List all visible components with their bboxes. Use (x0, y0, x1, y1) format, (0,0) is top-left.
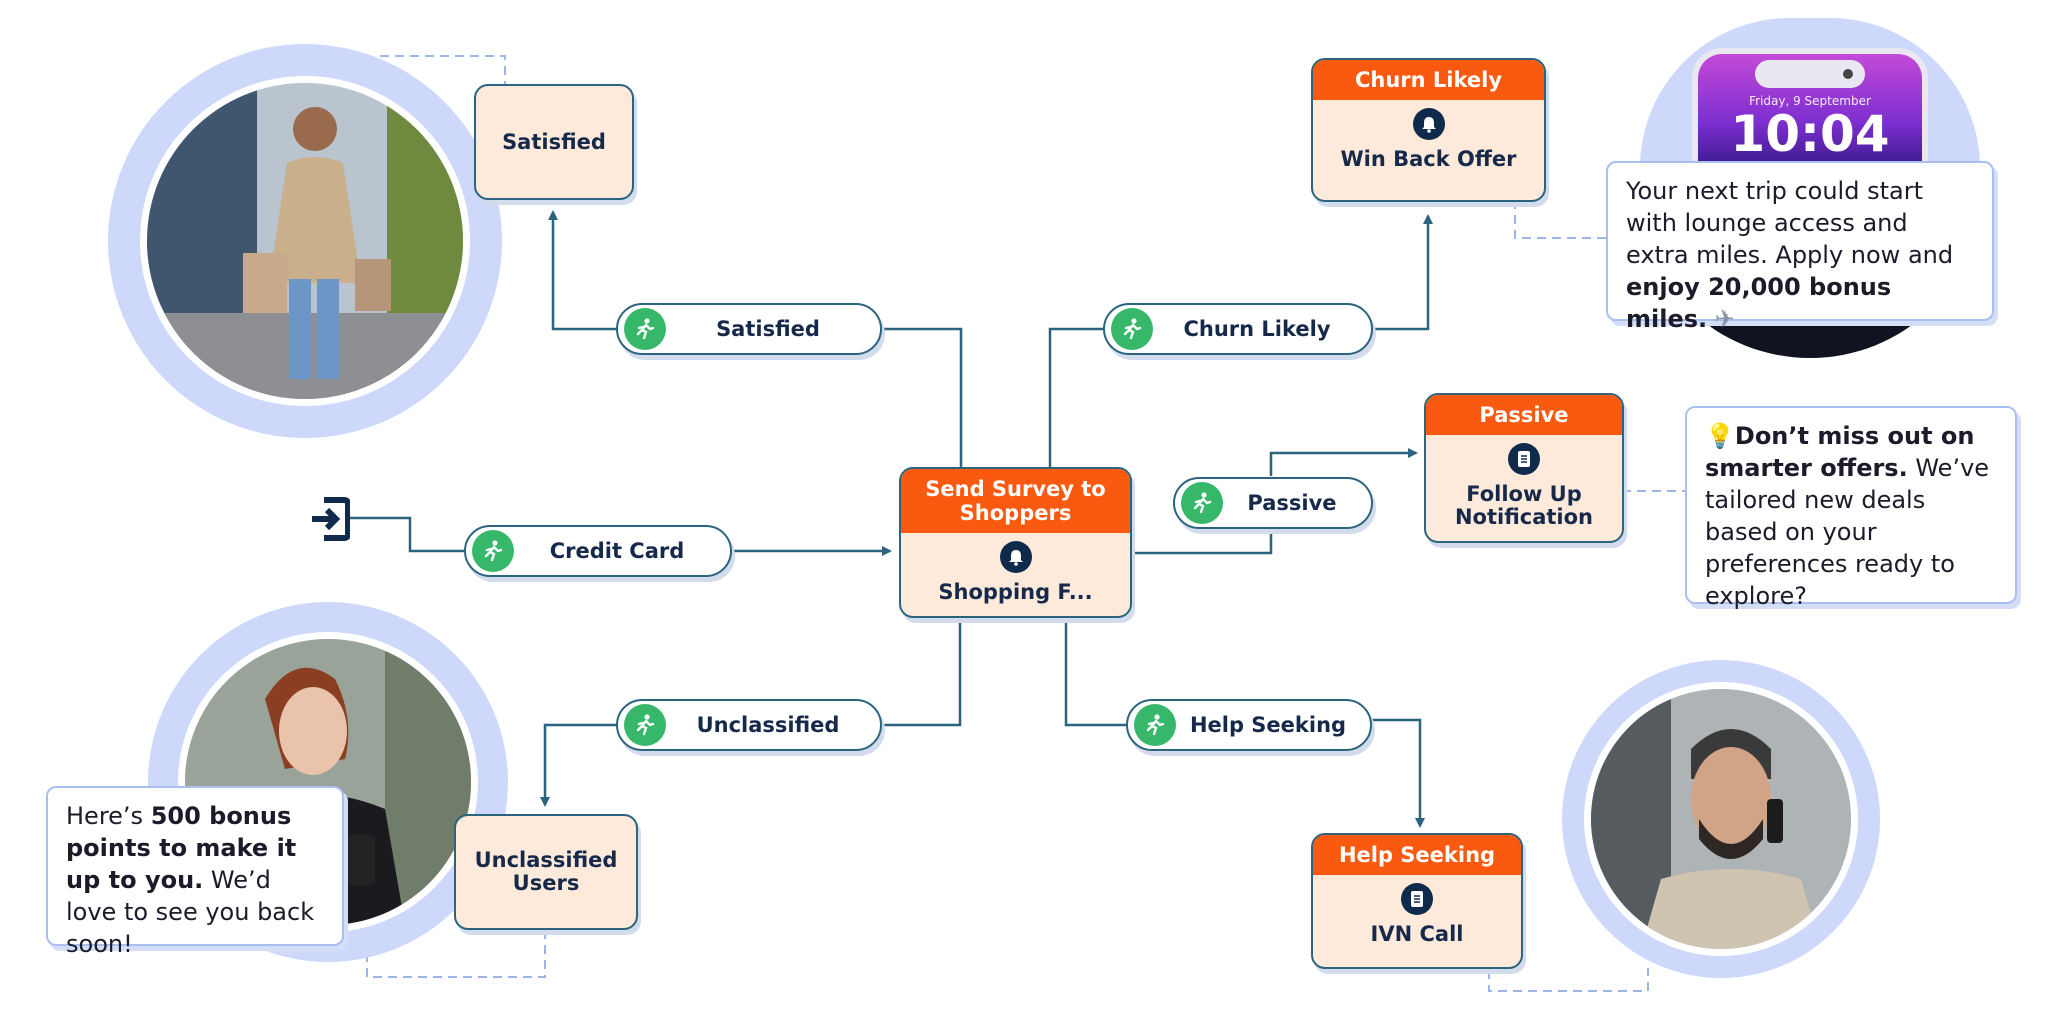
running-person-icon (1111, 308, 1153, 350)
bell-icon (1412, 108, 1445, 140)
outcome-card-label: Follow Up Notification (1454, 482, 1594, 529)
branch-pill-unclassified[interactable]: Unclassified (616, 699, 882, 751)
document-icon (1508, 443, 1540, 475)
branch-pill-help-seeking[interactable]: Help Seeking (1126, 699, 1372, 751)
connector-entry (350, 516, 466, 553)
dashed-link-churn (1514, 200, 1607, 239)
outcome-card-label: Win Back Offer (1340, 147, 1517, 171)
center-card[interactable]: Send Survey to Shoppers Shopping F... (899, 467, 1132, 618)
center-card-title: Send Survey to Shoppers (901, 469, 1130, 533)
message-bold: enjoy 20,000 bonus miles. (1626, 273, 1892, 333)
connector-help-out (1370, 718, 1425, 828)
phone-date: Friday, 9 September (1749, 94, 1871, 108)
dynamic-island (1755, 60, 1865, 88)
outcome-card-title: Help Seeking (1313, 835, 1521, 875)
connector-satisfied-out (548, 210, 618, 331)
branch-pill-label: Churn Likely (1183, 317, 1331, 341)
outcome-card-passive[interactable]: Passive Follow Up Notification (1424, 393, 1624, 543)
connector-help-branch (1064, 617, 1128, 727)
branch-pill-label: Help Seeking (1189, 713, 1347, 737)
caller-photo (1584, 682, 1858, 956)
running-person-icon (624, 704, 666, 746)
message-bold: 500 bonus points to make it up to you. (66, 802, 297, 894)
branch-pill-churn[interactable]: Churn Likely (1103, 303, 1373, 355)
connector-unclassified-out (540, 723, 618, 807)
bell-icon (999, 541, 1032, 573)
branch-pill-satisfied[interactable]: Satisfied (616, 303, 882, 355)
message-bubble-churn: Your next trip could start with lounge a… (1606, 161, 1994, 333)
branch-pill-label: Passive (1247, 491, 1337, 515)
connector-churn-branch (1048, 327, 1105, 468)
phone-screen: Friday, 9 September 10:04 (1692, 48, 1928, 168)
outcome-card-title: Churn Likely (1313, 60, 1544, 100)
message-text: We’d love to see you back soon! (66, 866, 315, 958)
phone-time: 10:04 (1730, 105, 1890, 163)
running-person-icon (472, 530, 514, 572)
outcome-card-label: Satisfied (502, 129, 606, 154)
running-person-icon (624, 308, 666, 350)
message-bold: Don’t miss out on smarter offers. (1705, 422, 1975, 482)
connector-passive-out (1269, 448, 1418, 476)
connector-unclassified-branch (880, 617, 962, 727)
message-text-pre: Here’s (66, 802, 151, 830)
running-person-icon (1181, 482, 1223, 524)
dashed-link-satisfied (380, 55, 506, 84)
outcome-card-label: IVN Call (1370, 922, 1464, 946)
airplane-icon: ✈ (1714, 305, 1735, 333)
outcome-card-churn[interactable]: Churn Likely Win Back Offer (1311, 58, 1546, 202)
outcome-card-satisfied[interactable]: Satisfied (474, 84, 634, 200)
message-text: Your next trip could start with lounge a… (1626, 177, 1954, 269)
branch-pill-label: Unclassified (696, 713, 840, 737)
message-bubble-unclassified: Here’s 500 bonus points to make it up to… (46, 786, 344, 958)
branch-pill-label: Satisfied (716, 317, 820, 341)
enter-icon (310, 496, 351, 542)
branch-pill-passive[interactable]: Passive (1173, 477, 1373, 529)
running-person-icon (1134, 704, 1176, 746)
branch-pill-credit-card[interactable]: Credit Card (464, 525, 732, 577)
lightbulb-icon: 💡 (1705, 422, 1735, 450)
center-card-label: Shopping F... (938, 580, 1093, 604)
connector-churn-out (1370, 214, 1433, 331)
branch-pill-label: Credit Card (549, 539, 685, 563)
outcome-card-title: Passive (1426, 395, 1622, 435)
message-text: We’ve tailored new deals based on your p… (1705, 454, 1990, 610)
dashed-link-help (1488, 968, 1649, 992)
message-bubble-passive: 💡Don’t miss out on smarter offers. We’ve… (1685, 406, 2017, 610)
outcome-card-unclassified[interactable]: Unclassified Users (454, 814, 638, 930)
shopper-photo (140, 76, 470, 406)
connector-satisfied-branch (880, 327, 963, 468)
document-icon (1401, 883, 1433, 915)
outcome-card-help-seeking[interactable]: Help Seeking IVN Call (1311, 833, 1523, 969)
outcome-card-label: Unclassified Users (474, 848, 618, 895)
